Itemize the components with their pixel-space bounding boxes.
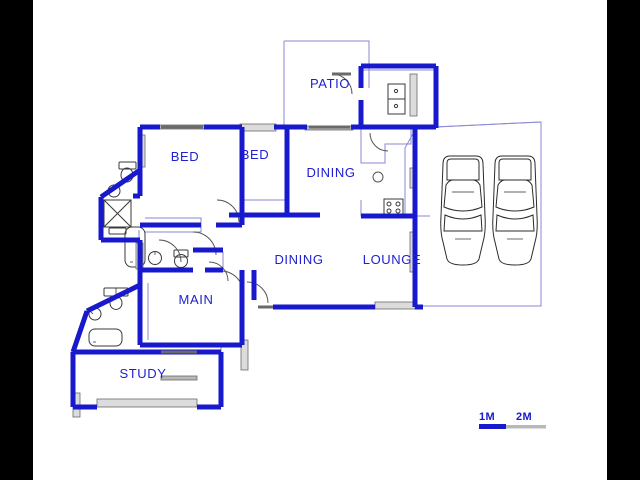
wall-bath-angle-top [99, 167, 142, 200]
carport-vehicles-layer [440, 155, 538, 266]
room-labels-layer: BED BED DINING PATIO DINING LOUNGE MAIN … [119, 76, 422, 381]
door-jambs-layer [161, 72, 351, 354]
car-top-view-icon-2 [492, 155, 538, 266]
scale-bar-segment-2 [506, 425, 546, 429]
door-passage-a [158, 239, 182, 263]
scale-label-2m: 2M [516, 411, 532, 423]
window-bed2-top [239, 123, 277, 132]
letterbox-right [607, 0, 640, 480]
window-study-upper [160, 375, 198, 381]
floor-plan-drawing: BED BED DINING PATIO DINING LOUNGE MAIN … [70, 40, 546, 429]
wall-lbath-angle [85, 282, 142, 314]
window-kitchen-right [409, 73, 418, 117]
bathtub-icon-middle [124, 226, 146, 268]
door-bed2 [216, 199, 240, 223]
scale-label-1m: 1M [479, 411, 495, 423]
floor-plan-canvas[interactable]: BED BED DINING PATIO DINING LOUNGE MAIN … [33, 0, 607, 480]
letterbox-left [0, 0, 33, 480]
room-label-dining-2: DINING [274, 252, 323, 267]
window-study-bottom [96, 398, 198, 408]
room-label-patio: PATIO [310, 76, 350, 91]
room-label-main: MAIN [179, 292, 214, 307]
kitchen-step [360, 128, 412, 164]
hob-icon [383, 198, 404, 217]
door-swings [158, 73, 389, 304]
double-sink-icon [387, 83, 406, 115]
window-lounge-bottom [374, 301, 416, 310]
room-label-lounge: LOUNGE [363, 252, 422, 267]
bathtub-icon-lower [88, 328, 123, 347]
wall-lbath-left [70, 310, 90, 353]
patio-outline [283, 40, 370, 128]
door-knob-lounge [372, 171, 384, 183]
kitchen-side-wall [404, 131, 415, 216]
door-lounge-pivot [369, 132, 389, 152]
car-top-view-icon-1 [440, 155, 486, 266]
door-dining [246, 281, 269, 304]
room-label-bed-2: BED [241, 147, 270, 162]
basin-icon-middle [148, 251, 162, 265]
walls-layer [70, 63, 439, 410]
room-label-bed-1: BED [171, 149, 200, 164]
main-thin-wall-b [201, 251, 224, 270]
scale-bar: 1M 2M [479, 411, 546, 429]
scale-bar-segment-1 [479, 424, 506, 429]
room-label-study: STUDY [119, 366, 166, 381]
room-label-dining-1: DINING [306, 165, 355, 180]
